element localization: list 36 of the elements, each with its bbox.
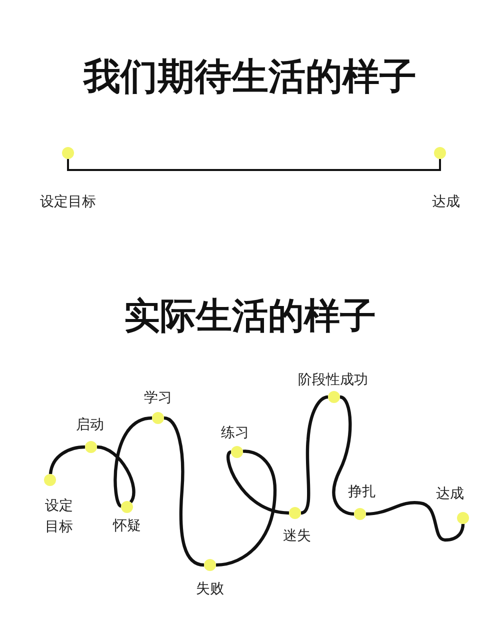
- point-dot: [231, 446, 243, 458]
- point-dot: [44, 474, 56, 486]
- heading: 实际生活的样子: [124, 295, 376, 339]
- point-dot: [434, 147, 446, 159]
- stage-label: 设定目标: [45, 497, 73, 537]
- point-dot: [85, 441, 97, 453]
- curve-line: [332, 395, 354, 516]
- point-dot: [328, 391, 340, 403]
- stage-label: 迷失: [283, 527, 311, 546]
- point-dot: [121, 501, 133, 513]
- point-dot: [457, 512, 469, 524]
- curve-line: [48, 445, 86, 474]
- point-dot: [289, 507, 301, 519]
- stage-label: 学习: [144, 389, 172, 408]
- stage-label: 挣扎: [348, 483, 376, 502]
- curve-line: [226, 450, 290, 515]
- point-dot: [204, 559, 216, 571]
- curve-line: [300, 395, 328, 515]
- heading: 我们期待生活的样子: [84, 54, 416, 100]
- point-dot: [354, 508, 366, 520]
- curve-line: [96, 445, 136, 504]
- stage-label: 达成: [436, 485, 464, 504]
- curve-line: [366, 501, 465, 542]
- stage-label: 达成: [432, 193, 460, 212]
- point-dot: [62, 147, 74, 159]
- stage-label: 启动: [76, 416, 104, 435]
- stage-label: 练习: [221, 424, 249, 443]
- curve-line: [216, 450, 277, 567]
- stage-label: 阶段性成功: [298, 371, 368, 390]
- bracket-line: [67, 159, 441, 171]
- curve-line: [114, 416, 152, 508]
- point-dot: [152, 412, 164, 424]
- stage-label: 失败: [196, 580, 224, 599]
- curve-line: [164, 416, 204, 567]
- stage-label: 设定目标: [40, 193, 96, 212]
- stage-label: 怀疑: [113, 517, 141, 536]
